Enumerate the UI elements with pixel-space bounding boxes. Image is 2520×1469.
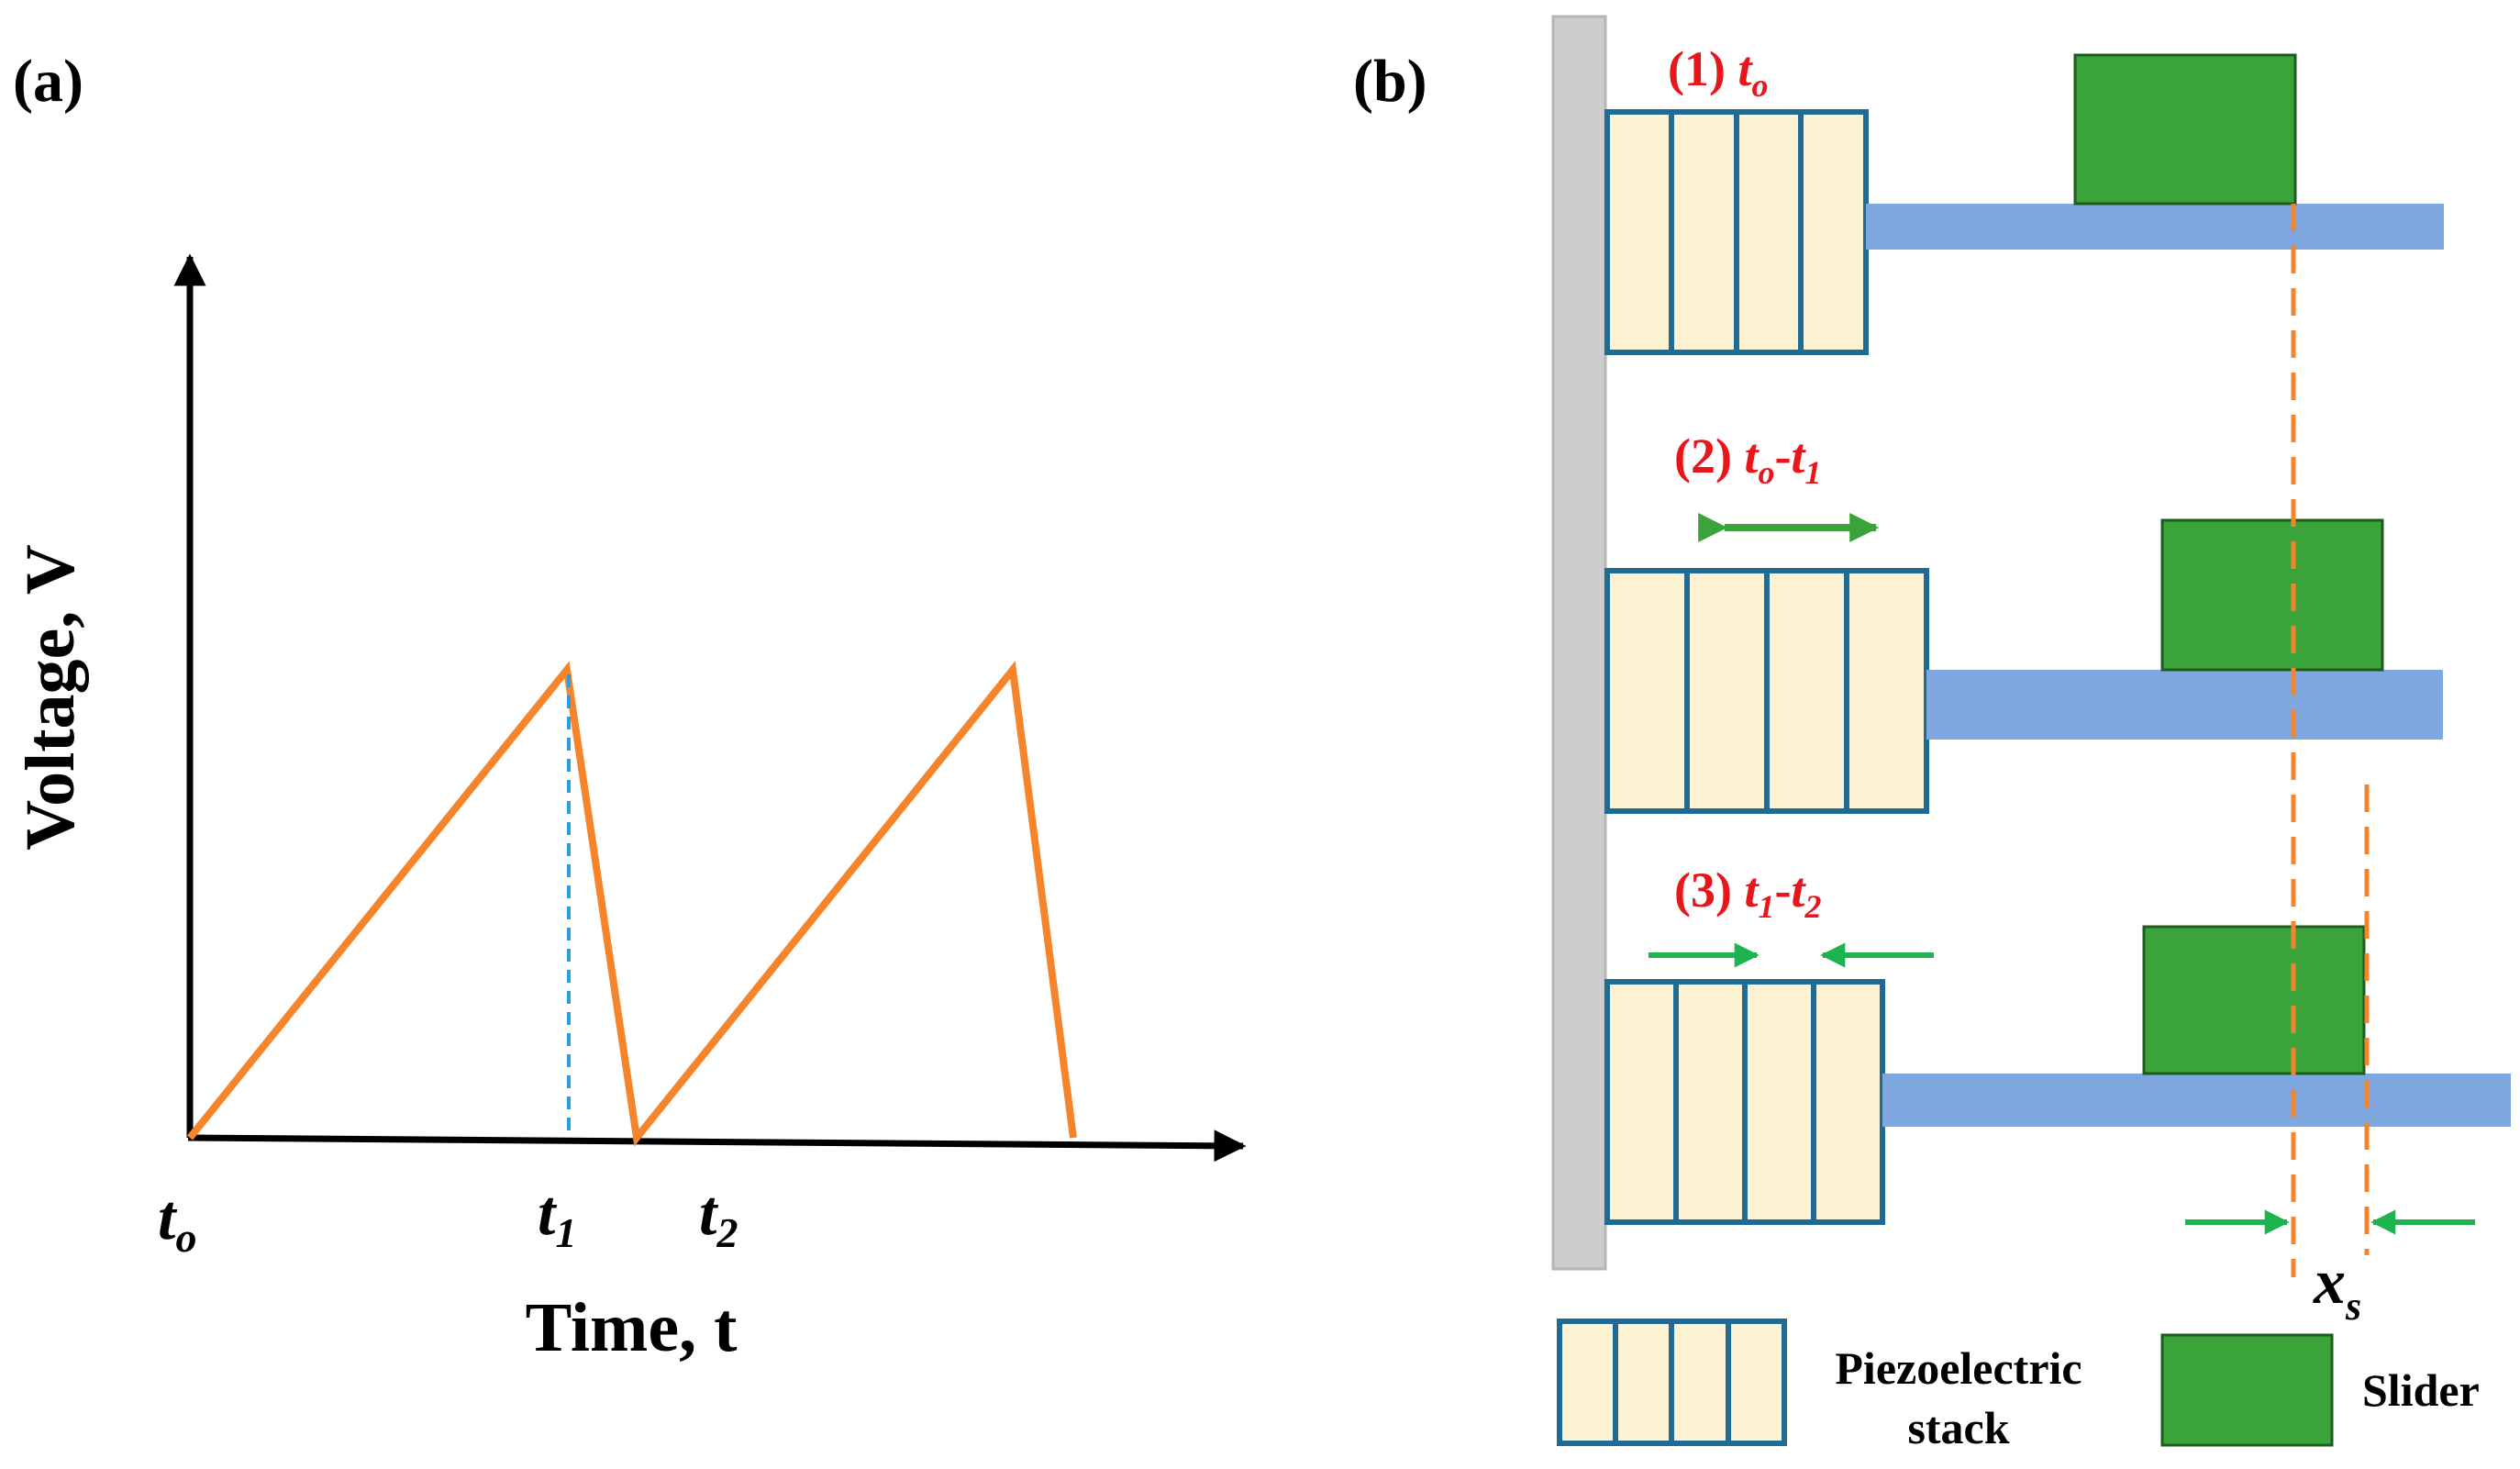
tick-label-to: to	[158, 1183, 196, 1261]
legend-slider-swatch	[2160, 1333, 2334, 1447]
step-3-slider	[2142, 925, 2366, 1075]
step-3-label: (3) t1-t2	[1674, 862, 1821, 925]
legend-piezo-stack-label: Piezoelectric	[1835, 1342, 2081, 1394]
displacement-label: xs	[2313, 1247, 2361, 1329]
fixed-wall	[1551, 15, 1607, 1271]
legend: Piezoelectric stack Slider	[1557, 1319, 2480, 1453]
panel-b: (b) (1) to (2) to-t1	[1353, 15, 2511, 1453]
tick-label-t2: t2	[699, 1178, 738, 1256]
legend-piezo-stack-label-line2: stack	[1907, 1402, 2009, 1453]
panel-a-label: (a)	[13, 48, 83, 115]
step-1-slider	[2073, 53, 2297, 206]
legend-piezo-stack-swatch	[1557, 1319, 1787, 1446]
x-axis	[187, 1130, 1247, 1163]
step-1: (1) to	[1604, 41, 2444, 355]
tick-label-t1: t1	[538, 1178, 576, 1256]
step-2: (2) to-t1	[1604, 428, 2443, 814]
panel-a: (a) Voltage, V Time, t to t1 t2	[12, 48, 1247, 1366]
panel-b-label: (b)	[1353, 48, 1427, 115]
step-1-label: (1) to	[1668, 41, 1768, 104]
x-axis-label: Time, t	[526, 1289, 738, 1366]
step-2-label: (2) to-t1	[1674, 428, 1821, 491]
y-axis-label: Voltage, V	[12, 544, 89, 851]
step-3: (3) t1-t2	[1604, 862, 2511, 1225]
step-2-piezo-stack	[1604, 568, 1929, 814]
step-2-rod	[1926, 670, 2443, 740]
step-3-rod	[1882, 1074, 2511, 1127]
step-1-piezo-stack	[1604, 109, 1869, 355]
step-1-rod	[1866, 204, 2444, 250]
legend-slider-label: Slider	[2362, 1364, 2480, 1416]
step-3-piezo-stack	[1604, 979, 1885, 1225]
sawtooth-waveform	[186, 661, 1077, 1147]
step-2-slider	[2160, 518, 2384, 672]
